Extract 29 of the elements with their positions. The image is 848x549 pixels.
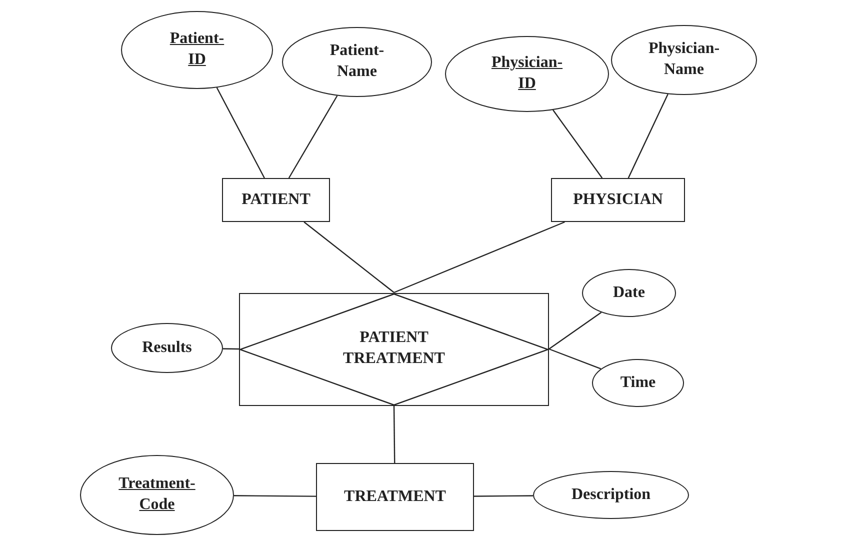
node-label: Treatment-Code (118, 474, 196, 515)
connector-line (304, 222, 394, 293)
connector-line (393, 406, 396, 463)
entity-box (551, 178, 685, 222)
entity-box (222, 178, 330, 222)
connector-line (474, 495, 534, 497)
node-label: Patient-Name (328, 41, 386, 82)
node-label: Physician-ID (490, 53, 564, 94)
node-label: TREATMENT (344, 486, 446, 507)
associative-entity-box (239, 292, 549, 406)
node-label: Time (620, 372, 656, 393)
node-label: Patient-ID (168, 29, 226, 70)
connector-line (234, 495, 316, 497)
node-label: PATIENT (242, 190, 310, 210)
node-label: PHYSICIAN (573, 190, 663, 210)
connector-line (548, 348, 602, 370)
connector-line (216, 87, 265, 178)
connector-line (288, 95, 338, 178)
entity-box (316, 463, 474, 531)
connector-line (394, 221, 565, 294)
connector-line (548, 312, 602, 350)
node-label: PATIENT TREATMENT (342, 328, 446, 369)
node-label: Date (613, 282, 645, 303)
connector-line (628, 94, 668, 178)
node-label: Results (142, 338, 192, 358)
node-label: Physician-Name (647, 39, 721, 80)
connector-line (222, 348, 239, 350)
connector-line (552, 110, 603, 178)
node-label: Description (571, 484, 651, 505)
